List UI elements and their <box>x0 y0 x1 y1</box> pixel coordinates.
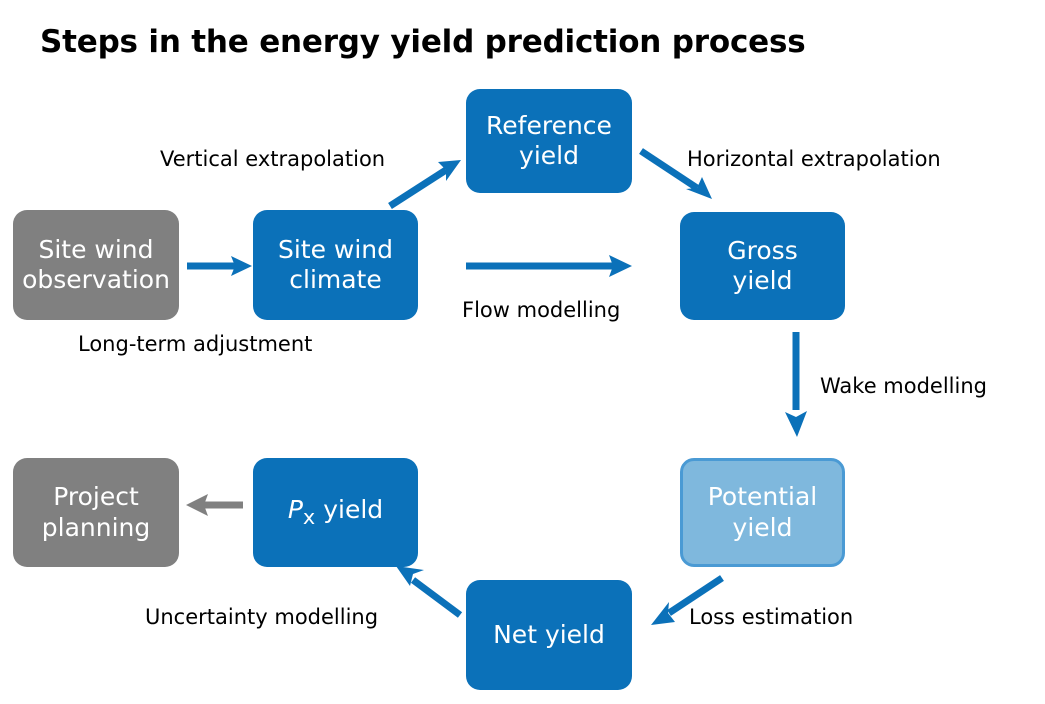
node-label-line1: Site wind <box>277 234 394 264</box>
page-title: Steps in the energy yield prediction pro… <box>40 24 806 60</box>
node-reference-yield[interactable]: Reference yield <box>466 89 632 193</box>
px-subscript: x <box>302 504 316 529</box>
px-symbol: P <box>287 494 303 524</box>
node-label-px: Px yield <box>288 495 383 530</box>
node-site-wind-climate[interactable]: Site wind climate <box>253 210 418 320</box>
edge-label-uncertainty-modelling: Uncertainty modelling <box>145 605 379 629</box>
node-label-line1: Project <box>53 482 139 511</box>
node-label-line1: Reference <box>486 110 612 140</box>
arrow-px-to-project-planning <box>186 494 243 516</box>
edge-label-horizontal-extrapolation: Horizontal extrapolation <box>687 147 941 171</box>
node-label-line2: yield <box>519 141 579 170</box>
edge-label-wake-modelling: Wake modelling <box>820 374 987 398</box>
px-rest: yield <box>315 494 384 524</box>
node-label-line2: yield <box>732 266 793 295</box>
node-label-line2: planning <box>41 512 151 542</box>
edge-label-vertical-extrapolation: Vertical extrapolation <box>160 147 386 171</box>
arrow-net-to-px <box>396 566 463 618</box>
node-label-line1: Potential <box>707 482 818 511</box>
arrow-gross-to-potential <box>785 332 807 437</box>
edge-label-flow-modelling: Flow modelling <box>462 298 621 322</box>
node-label-line1: Net yield <box>493 619 605 649</box>
node-gross-yield[interactable]: Gross yield <box>680 212 845 320</box>
node-label-line2: observation <box>22 265 170 294</box>
arrow-observation-to-climate <box>187 256 252 276</box>
node-potential-yield[interactable]: Potential yield <box>680 458 845 567</box>
node-site-wind-observation[interactable]: Site wind observation <box>13 210 179 320</box>
node-label-line1: Site wind <box>38 234 154 264</box>
arrow-climate-to-reference <box>388 160 461 209</box>
node-project-planning[interactable]: Project planning <box>13 458 179 567</box>
node-px-yield[interactable]: Px yield <box>253 458 418 567</box>
node-label-line2: yield <box>732 512 793 542</box>
arrow-climate-to-gross <box>466 255 632 277</box>
node-label-line2: climate <box>289 265 382 294</box>
edge-label-loss-estimation: Loss estimation <box>689 605 854 629</box>
node-label-line1: Gross <box>727 235 798 265</box>
edge-label-long-term-adjustment: Long-term adjustment <box>78 332 313 356</box>
node-net-yield[interactable]: Net yield <box>466 580 632 690</box>
